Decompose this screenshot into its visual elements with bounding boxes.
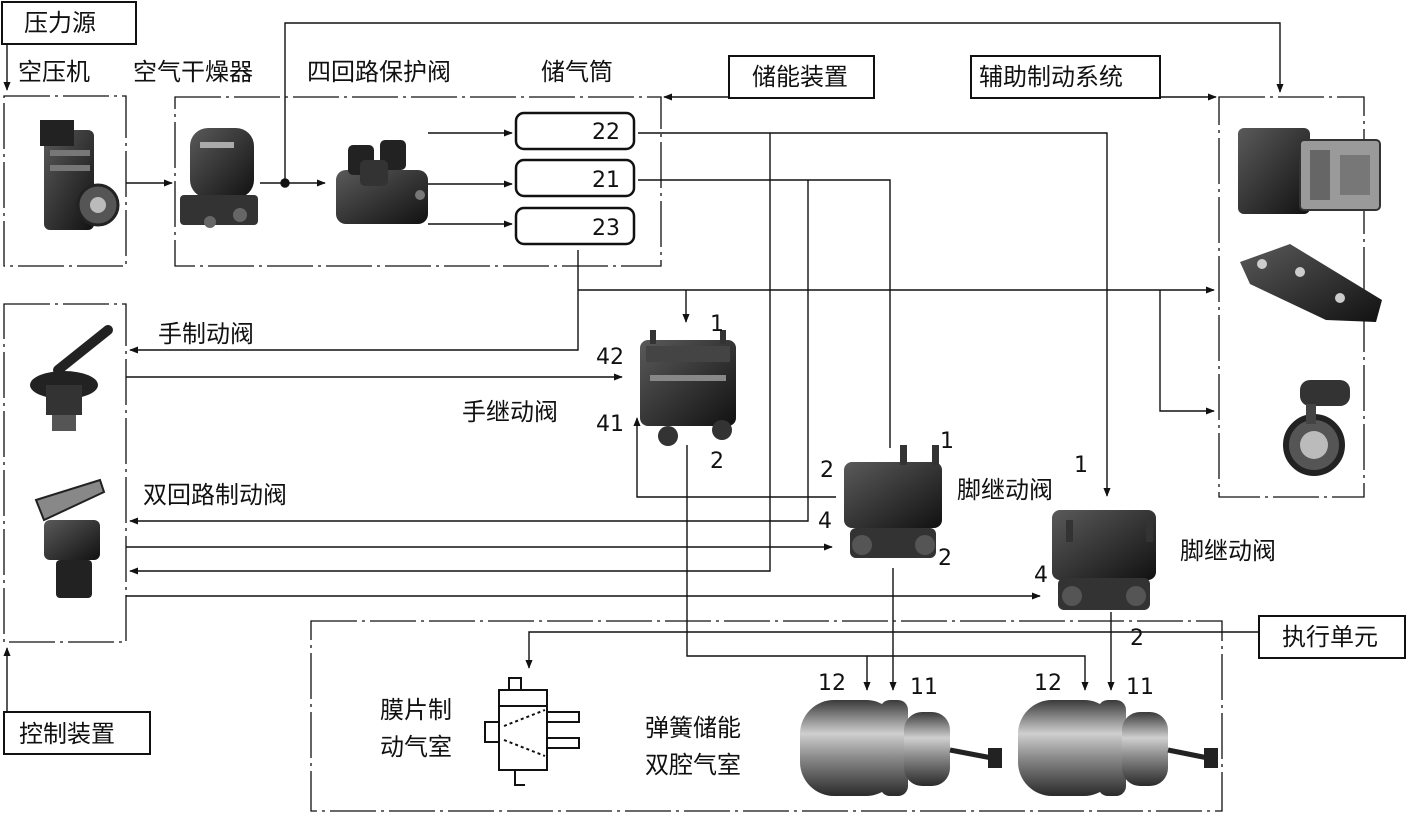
port-hand-relay-42: 42: [596, 345, 624, 370]
line-handrelay-12b: [867, 655, 1089, 691]
reservoir-22-label: 22: [592, 120, 620, 145]
hand-relay-valve-label: 手继动阀: [462, 398, 558, 426]
pressure-source-text: 压力源: [24, 9, 96, 37]
line-aux-lower: [1159, 290, 1215, 415]
label-pressure-source: 压力源: [1, 1, 137, 45]
port-labels: 1 42 41 2 1 2 4 2 1 4 2 12 11 12 11: [596, 312, 1154, 700]
aux-retarder-image: [1238, 128, 1381, 214]
port-foot1-4: 4: [818, 509, 832, 534]
port-chamber1-12: 12: [818, 671, 846, 696]
four-circuit-valve-label: 四回路保护阀: [307, 58, 451, 86]
energy-storage-frame: [174, 96, 662, 267]
foot-relay-valve-2-image: [1052, 510, 1156, 610]
port-foot1-2ctrl: 2: [820, 458, 834, 483]
label-execution-unit: 执行单元: [1258, 615, 1406, 659]
dual-circuit-brake-valve-label: 双回路制动阀: [143, 481, 287, 509]
air-dryer-image: [180, 128, 258, 228]
spring-chamber-1-image: [800, 700, 1002, 796]
hand-brake-valve-image: [30, 325, 113, 431]
line-21-brakevalve: [129, 180, 809, 525]
control-frame: [3, 303, 127, 643]
port-foot2-1: 1: [1074, 453, 1088, 478]
hand-relay-valve-image: [640, 330, 736, 446]
port-hand-relay-41: 41: [596, 412, 624, 437]
reservoir-23: 23: [514, 206, 636, 246]
aux-brake-system-text: 辅助制动系统: [979, 63, 1123, 91]
label-energy-storage: 储能装置: [728, 55, 875, 99]
line-22-brakevalve: [129, 133, 771, 575]
reservoir-22: 22: [514, 111, 636, 151]
port-foot2-4: 4: [1034, 563, 1048, 588]
port-foot1-2out: 2: [938, 546, 952, 571]
air-reservoir-label: 储气筒: [541, 58, 613, 86]
diaphragm-chamber-label-2: 动气室: [380, 733, 452, 761]
line-22-foot2: [638, 132, 1111, 497]
port-chamber2-11: 11: [1126, 675, 1154, 700]
line-exec-diaphragm: [525, 631, 1259, 669]
air-compressor-image: [40, 120, 120, 230]
reservoir-23-label: 23: [592, 216, 620, 241]
diaphragm-chamber-label-1: 膜片制: [380, 696, 452, 724]
line-handrelay-12a: [686, 445, 871, 691]
line-21-foot1: [638, 179, 891, 448]
port-hand-relay-2: 2: [710, 449, 724, 474]
port-foot1-1: 1: [940, 429, 954, 454]
spring-chamber-2-image: [1018, 700, 1218, 796]
dual-circuit-brake-valve-image: [34, 478, 106, 598]
connection-lines: [3, 22, 1284, 712]
aux-system-frame: [1218, 96, 1365, 498]
execution-unit-text: 执行单元: [1282, 623, 1378, 651]
compressor-frame: [3, 95, 127, 267]
aux-exhaust-brake-image: [1283, 380, 1350, 476]
control-device-text: 控制装置: [19, 720, 115, 748]
reservoir-21-label: 21: [592, 168, 620, 193]
label-control-device: 控制装置: [3, 711, 151, 755]
execution-frame: [310, 620, 1223, 812]
port-foot2-2out: 2: [1130, 626, 1144, 651]
foot-relay-valve-1-image: [844, 445, 942, 558]
hand-brake-valve-label: 手制动阀: [158, 320, 254, 348]
four-circuit-valve-image: [336, 140, 428, 224]
foot-relay-valve-2-label: 脚继动阀: [1180, 537, 1276, 565]
energy-storage-text: 储能装置: [752, 63, 848, 91]
reservoir-21: 21: [514, 158, 636, 198]
compressor-label: 空压机: [18, 58, 90, 86]
aux-manifold-image: [1240, 244, 1382, 322]
spring-chamber-label-1: 弹簧储能: [645, 714, 741, 742]
line-23-handbrake: [129, 250, 579, 354]
air-dryer-label: 空气干燥器: [133, 58, 253, 86]
group-frames: [3, 95, 1365, 812]
reservoirs: 22 21 23: [514, 111, 636, 246]
foot-relay-valve-1-label: 脚继动阀: [957, 476, 1053, 504]
line-top-to-aux: [284, 22, 1284, 183]
spring-chamber-label-2: 双腔气室: [645, 751, 741, 779]
diaphragm-chamber-image: [484, 677, 580, 786]
line-foot1-41: [633, 417, 836, 498]
port-hand-relay-1: 1: [710, 312, 724, 337]
port-chamber1-11: 11: [910, 675, 938, 700]
port-chamber2-12: 12: [1034, 671, 1062, 696]
label-aux-brake-system: 辅助制动系统: [970, 55, 1161, 99]
